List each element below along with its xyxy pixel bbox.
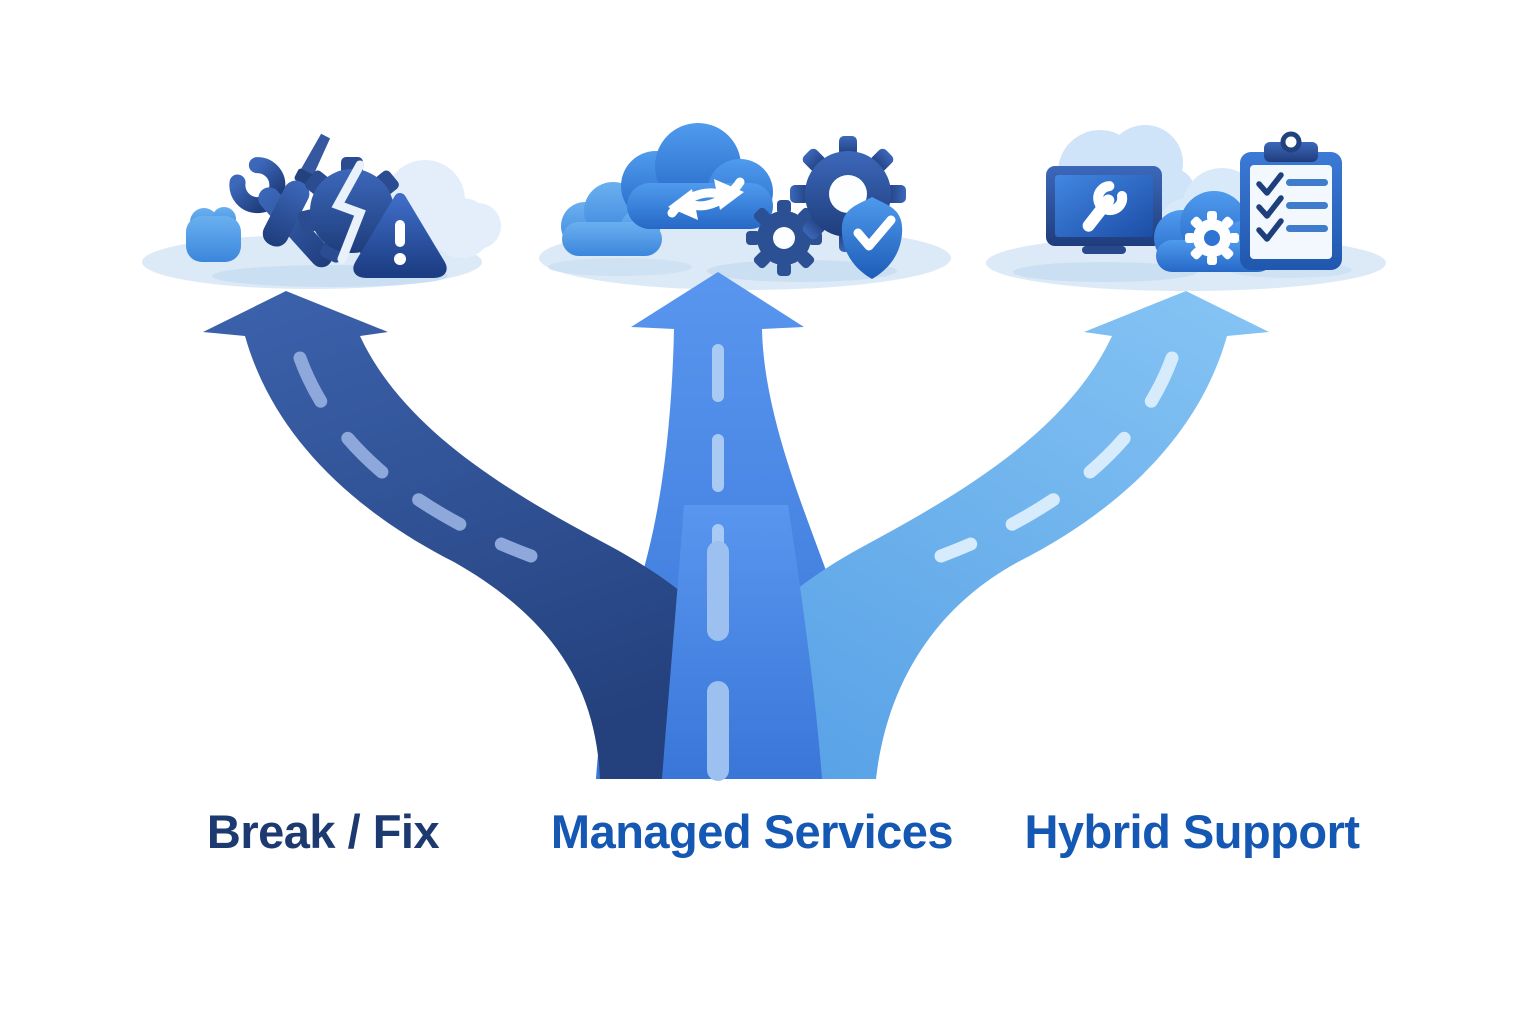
branch-label-hybrid-support: Hybrid Support (1024, 805, 1360, 858)
shield-check-icon (841, 197, 903, 279)
branch-label-break-fix: Break / Fix (206, 805, 440, 858)
warning-triangle-icon (353, 193, 447, 278)
roads (203, 272, 1269, 783)
hybrid-support-icon-cluster (986, 125, 1386, 291)
laptop-wrench-icon (1024, 166, 1186, 259)
small-gear-icon (746, 200, 822, 276)
right-road-dashes (934, 351, 1179, 563)
left-road (203, 291, 790, 779)
platform-shadow (1013, 262, 1197, 282)
cloud-sync-icon (621, 123, 773, 229)
branch-label-managed-services: Managed Services (550, 805, 954, 858)
large-gear-icon (790, 136, 906, 252)
clipboard-checklist-icon (1240, 131, 1342, 270)
cloud-blob-icon (186, 207, 241, 262)
break-fix-icon-cluster (142, 133, 501, 289)
managed-services-icon-cluster (539, 123, 951, 290)
platform-shadow (707, 260, 897, 282)
right-road (690, 291, 1269, 779)
platform-shadow (548, 258, 692, 276)
center-road-stem (662, 505, 822, 779)
left-road-dashes (293, 351, 538, 563)
